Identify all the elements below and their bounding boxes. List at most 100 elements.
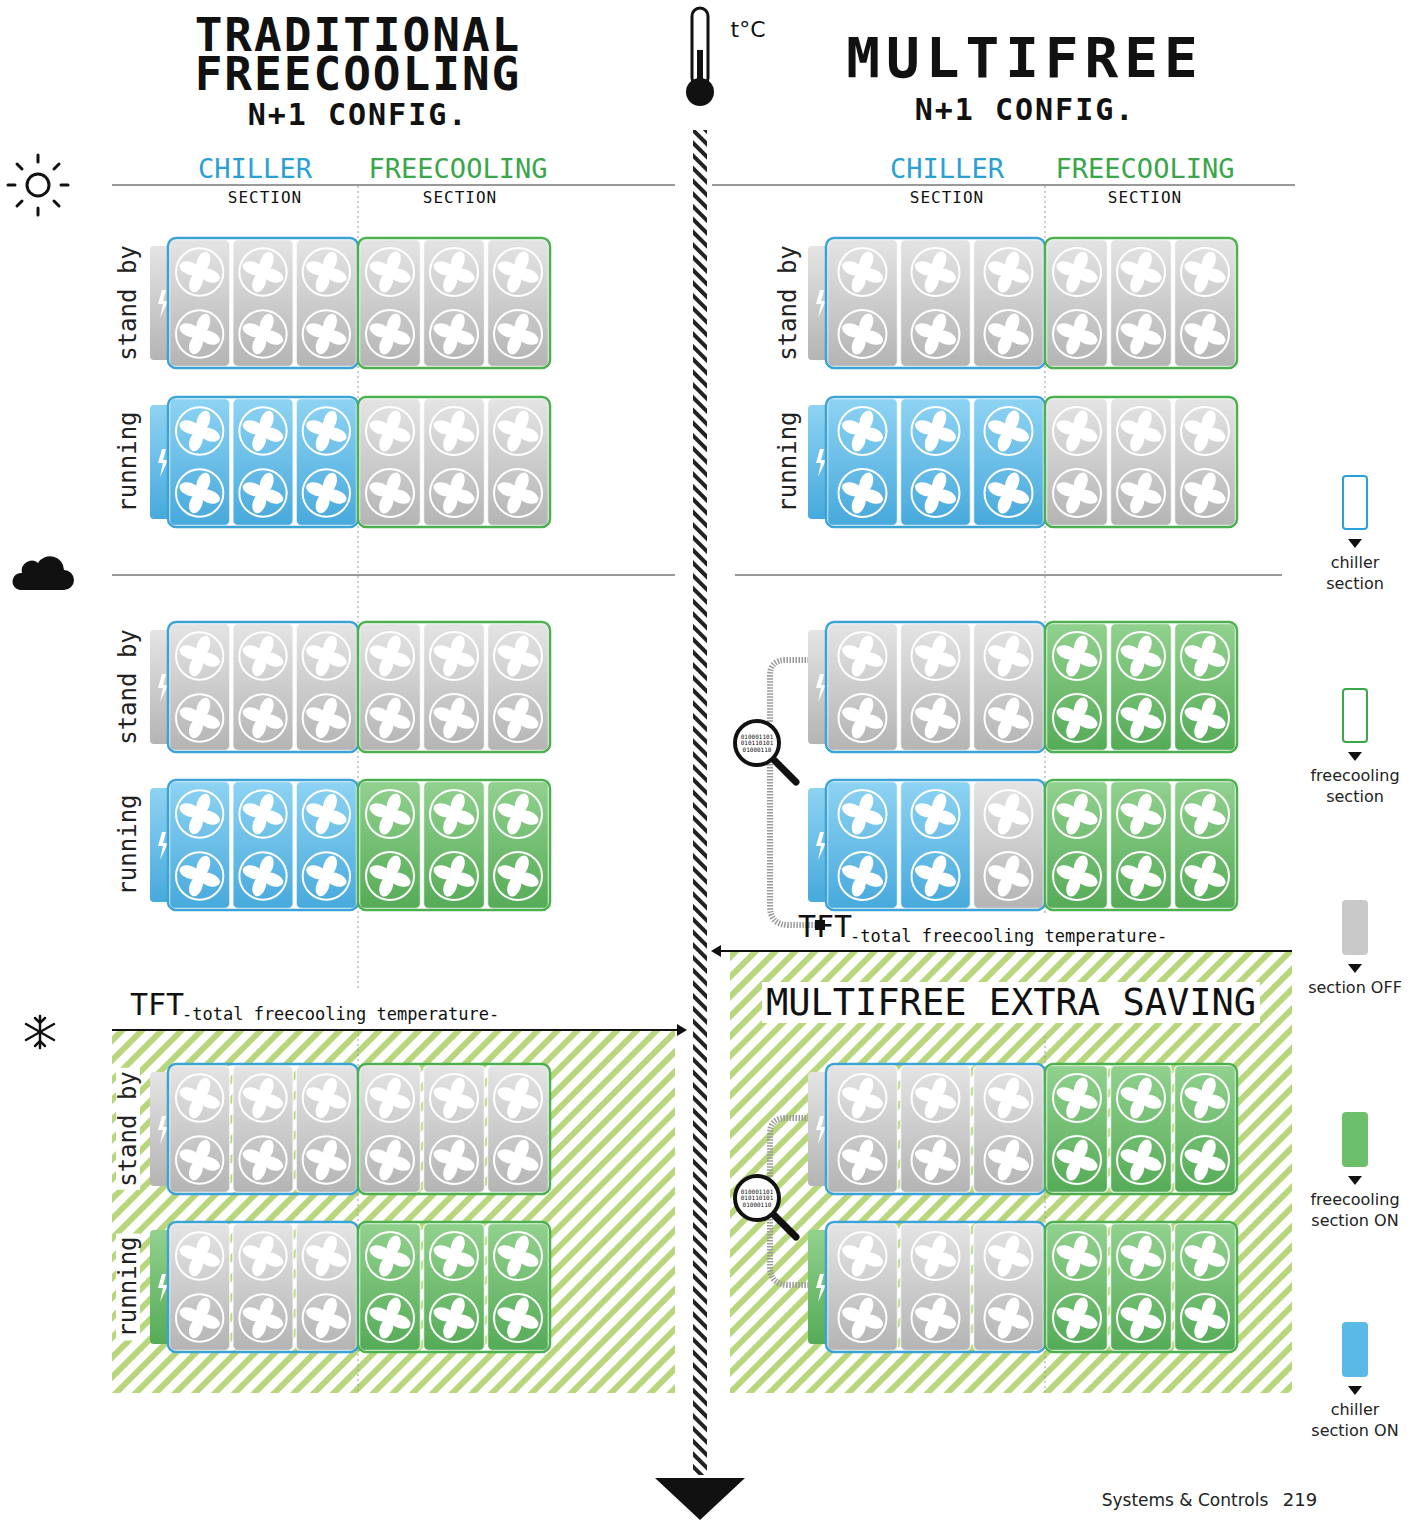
fan-hub xyxy=(260,1095,266,1101)
fan-icon xyxy=(430,694,478,742)
fan-ring xyxy=(366,1232,414,1280)
fan-ring xyxy=(1117,1136,1165,1184)
fan-icon xyxy=(176,790,223,837)
fan-blade xyxy=(431,259,456,279)
fan-blade xyxy=(840,801,865,821)
fan-hub xyxy=(1074,1315,1080,1321)
section-subheader: SECTION xyxy=(910,190,984,206)
fan-hub xyxy=(387,331,393,337)
fan-icon xyxy=(176,694,223,741)
fan-hub xyxy=(1074,490,1080,496)
fan-icon xyxy=(430,407,478,455)
fan-hub xyxy=(1138,428,1144,434)
fan-blade xyxy=(304,480,328,499)
fan-hub xyxy=(197,715,203,721)
fan-ring xyxy=(366,632,414,680)
fan-ring xyxy=(1053,1074,1101,1122)
fan-hub xyxy=(932,1253,938,1259)
fan-icon xyxy=(912,632,960,680)
fan-hub xyxy=(1202,490,1208,496)
fan-icon xyxy=(494,248,542,296)
fan-icon xyxy=(366,852,414,900)
fan-ring xyxy=(839,407,887,455)
fan-hub xyxy=(260,269,266,275)
section-subheader: SECTION xyxy=(1108,190,1182,206)
fan-icon xyxy=(494,469,542,517)
fan-hub xyxy=(1074,1095,1080,1101)
fan-ring xyxy=(176,1074,223,1121)
fan-icon xyxy=(303,1074,350,1121)
fan-hub xyxy=(387,490,393,496)
fan-icon xyxy=(912,852,960,900)
fan-icon xyxy=(912,694,960,742)
fan-cell xyxy=(360,1066,421,1193)
fan-blade xyxy=(367,259,392,279)
row-label: running xyxy=(116,1233,140,1340)
config-subheading: N+1 CONFIG. xyxy=(248,100,469,130)
fan-hub xyxy=(260,1253,266,1259)
cooling-unit xyxy=(808,1222,1237,1352)
fan-icon xyxy=(239,852,286,899)
chiller-section xyxy=(826,1064,1045,1194)
fan-ring xyxy=(839,790,887,838)
fan-blade xyxy=(1182,705,1207,725)
fan-ring xyxy=(176,790,223,837)
fan-icon xyxy=(303,632,350,679)
fan-icon xyxy=(1117,407,1165,455)
fan-cell xyxy=(170,1224,230,1351)
fan-icon xyxy=(839,1294,887,1342)
fan-ring xyxy=(303,694,350,741)
magnifier-lens xyxy=(735,721,779,765)
fan-cell xyxy=(1111,240,1172,367)
fan-ring xyxy=(1117,1074,1165,1122)
fan-hub xyxy=(197,1253,203,1259)
fan-cell xyxy=(360,624,421,751)
legend-swatch xyxy=(1342,1322,1368,1377)
chiller-section xyxy=(826,780,1045,910)
fan-hub xyxy=(932,331,938,337)
tft-arrowhead xyxy=(711,945,721,957)
fan-ring xyxy=(430,694,478,742)
fan-hub xyxy=(1074,653,1080,659)
fan-hub xyxy=(932,653,938,659)
fan-blade xyxy=(304,321,328,340)
fan-blade xyxy=(495,259,520,279)
fan-icon xyxy=(176,1232,223,1279)
fan-hub xyxy=(859,1157,865,1163)
fan-cell xyxy=(974,1066,1044,1193)
fan-blade xyxy=(1118,1147,1143,1167)
fan-blade xyxy=(177,480,201,499)
fan-blade xyxy=(1182,1305,1207,1325)
fan-ring xyxy=(1181,790,1229,838)
fan-hub xyxy=(515,1253,521,1259)
fan-icon xyxy=(985,469,1033,517)
fan-hub xyxy=(515,811,521,817)
fan-hub xyxy=(515,873,521,879)
fan-icon xyxy=(239,310,286,357)
fan-blade xyxy=(367,1243,392,1263)
fan-hub xyxy=(387,1315,393,1321)
fan-icon xyxy=(985,694,1033,742)
fan-ring xyxy=(366,1136,414,1184)
fan-ring xyxy=(839,1232,887,1280)
fan-icon xyxy=(494,852,542,900)
fan-cell xyxy=(233,240,293,367)
fan-cell xyxy=(360,1224,421,1351)
fan-cell xyxy=(170,782,230,909)
fan-blade xyxy=(913,1243,938,1263)
freecooling-section xyxy=(1045,1222,1237,1352)
fan-hub xyxy=(859,331,865,337)
fan-blade xyxy=(986,418,1011,438)
separator-line xyxy=(112,575,675,576)
fan-cell xyxy=(974,399,1044,526)
fan-ring xyxy=(1181,407,1229,455)
fan-blade xyxy=(495,863,520,883)
fan-hub xyxy=(323,490,329,496)
fan-icon xyxy=(912,469,960,517)
fan-cell xyxy=(974,1224,1044,1351)
fan-ring xyxy=(1181,632,1229,680)
fan-hub xyxy=(859,653,865,659)
cooling-unit xyxy=(150,238,550,368)
fan-blade xyxy=(1054,259,1079,279)
fan-ring xyxy=(1117,852,1165,900)
